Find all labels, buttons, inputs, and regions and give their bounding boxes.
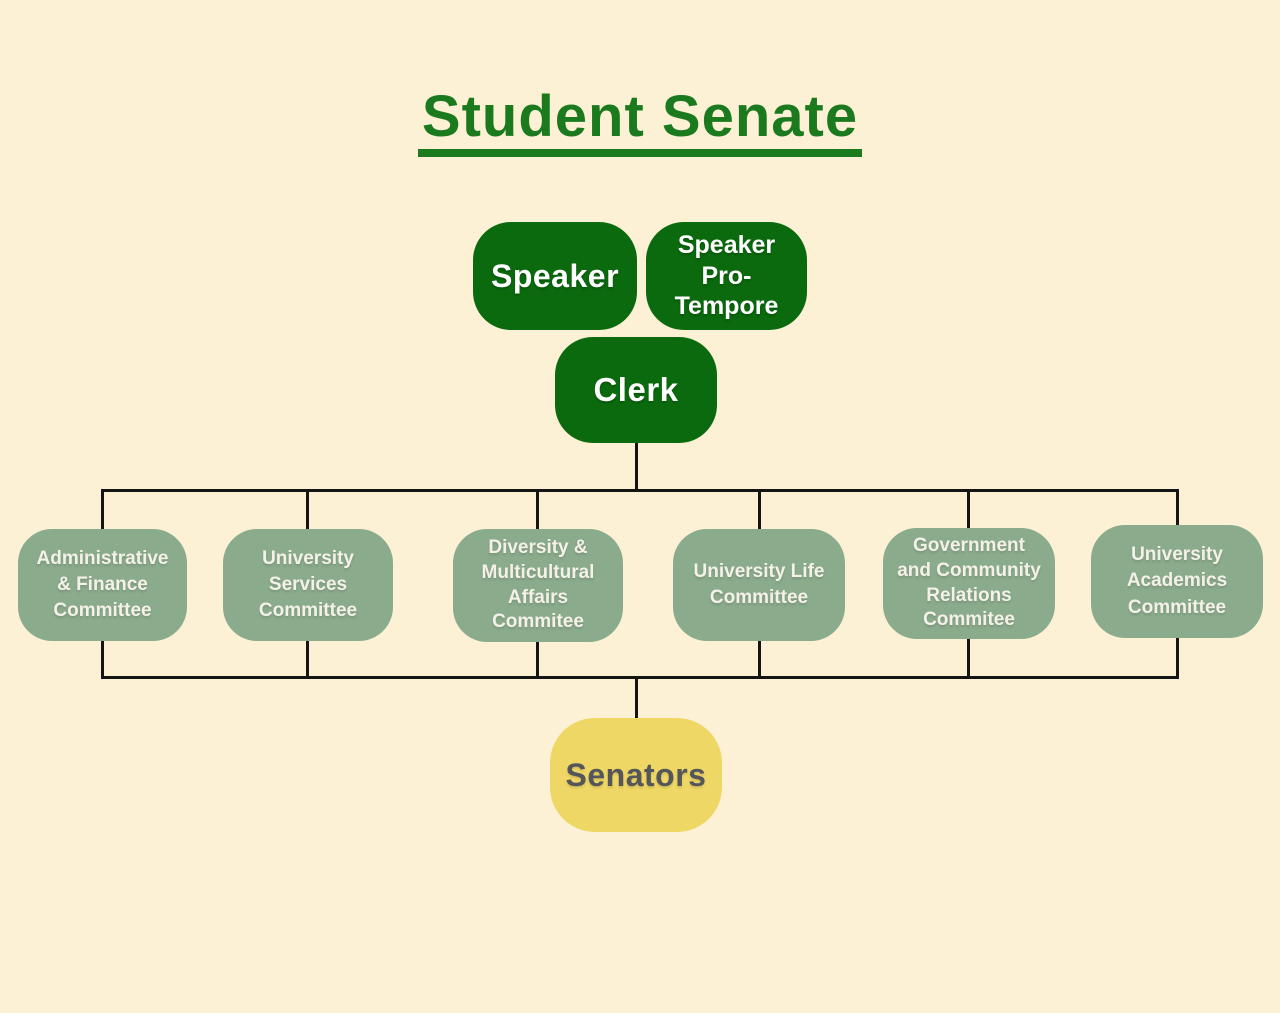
committee-label: University Services Committee (258, 547, 358, 622)
node-committee-university-life: University Life Committee (673, 529, 845, 641)
connector-bus-to-senators (635, 676, 638, 718)
node-committee-university-services: University Services Committee (223, 529, 393, 641)
bus-line-bottom (103, 676, 1179, 679)
committee-label: Government and Community Relations Commi… (897, 535, 1041, 631)
node-committee-university-academics: University Academics Committee (1091, 525, 1263, 638)
page-title-wrap: Student Senate (0, 88, 1280, 157)
node-speaker: Speaker (473, 222, 637, 330)
node-committee-diversity-multicultural-affairs: Diversity & Multicultural Affairs Commit… (453, 529, 623, 642)
node-senators-label: Senators (565, 756, 707, 793)
committee-label: University Academics Committee (1126, 544, 1228, 618)
committee-label: University Life Committee (693, 560, 825, 608)
node-clerk: Clerk (555, 337, 717, 443)
node-senators: Senators (550, 718, 722, 832)
node-speaker-pro-tempore: Speaker Pro- Tempore (646, 222, 807, 330)
committee-label: Diversity & Multicultural Affairs Commit… (481, 537, 595, 633)
node-committee-government-community-relations: Government and Community Relations Commi… (883, 528, 1055, 639)
node-committee-administrative-finance: Administrative & Finance Committee (18, 529, 187, 641)
connector-clerk-to-bus (635, 443, 638, 492)
page-title: Student Senate (417, 88, 863, 157)
canvas-bottom-edge (0, 1013, 1280, 1018)
committee-label: Administrative & Finance Committee (36, 547, 169, 622)
bus-line-top (103, 489, 1179, 492)
node-clerk-label: Clerk (593, 371, 679, 408)
node-speaker-pro-tempore-label: Speaker Pro- Tempore (674, 231, 779, 321)
node-speaker-label: Speaker (490, 257, 620, 294)
